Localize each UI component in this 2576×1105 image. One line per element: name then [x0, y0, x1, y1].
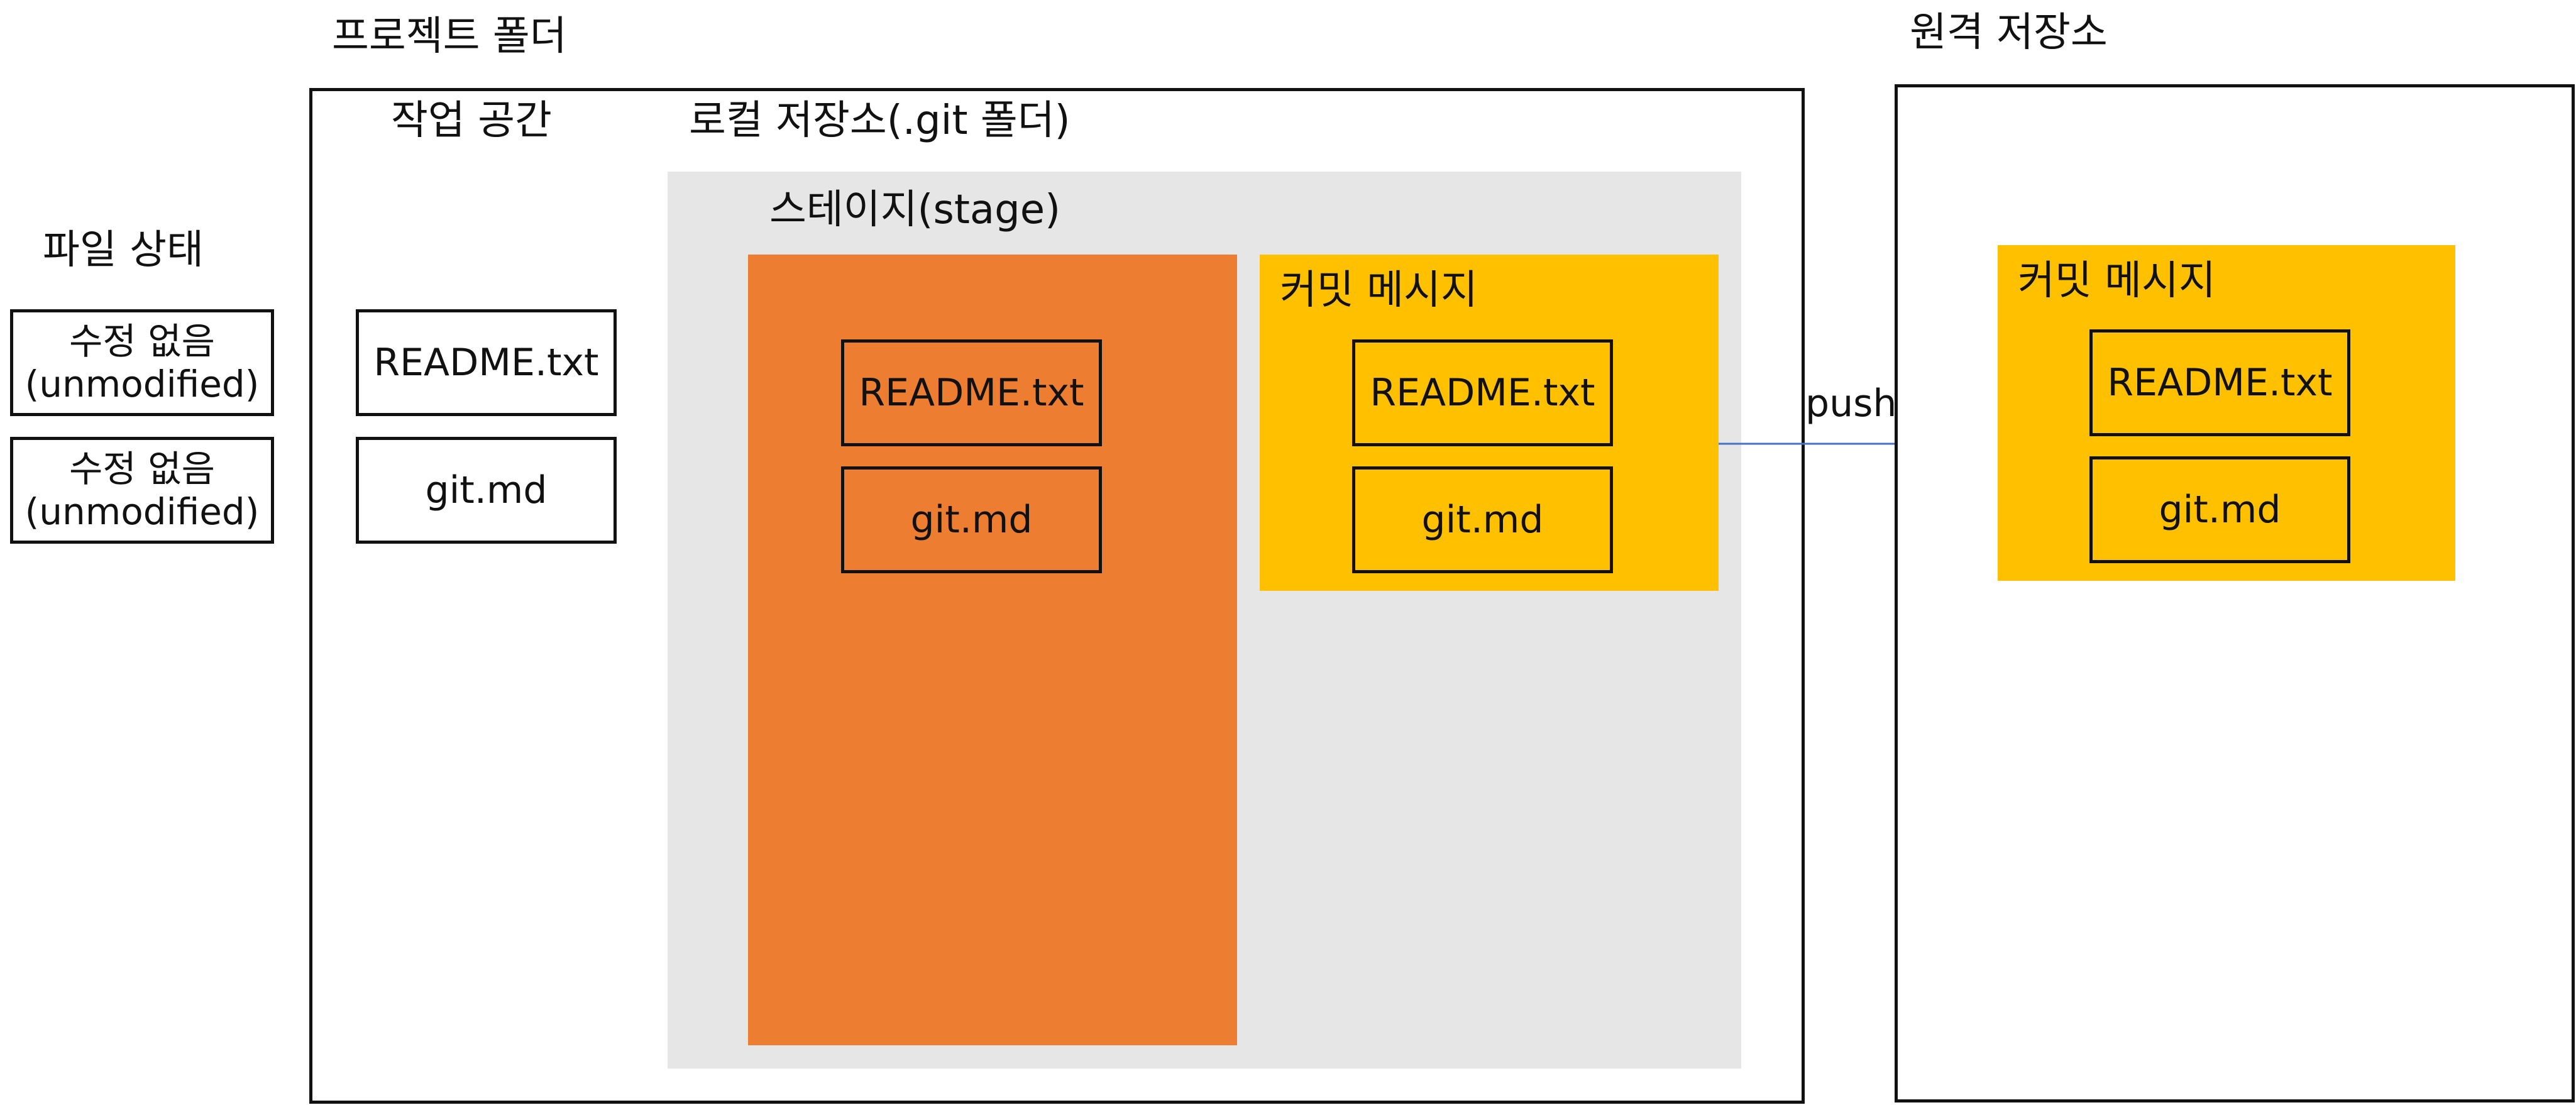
file-status-text: 수정 없음 — [69, 447, 215, 490]
file-status-text-en: (unmodified) — [25, 490, 260, 533]
workspace-title: 작업 공간 — [391, 97, 552, 144]
local-commit-file-gitmd: git.md — [1352, 466, 1613, 573]
file-status-box-gitmd: 수정 없음 (unmodified) — [10, 437, 274, 544]
remote-commit-file-readme: README.txt — [2089, 329, 2350, 436]
remote-commit-box — [1998, 245, 2455, 581]
stage-title: 스테이지(stage) — [769, 187, 1061, 233]
file-status-text-en: (unmodified) — [25, 363, 260, 405]
local-commit-file-readme: README.txt — [1352, 339, 1613, 446]
workspace-file-readme: README.txt — [356, 309, 617, 416]
workspace-file-gitmd: git.md — [356, 437, 617, 544]
local-repo-title: 로컬 저장소(.git 폴더) — [689, 97, 1071, 144]
remote-repo-title: 원격 저장소 — [1910, 9, 2108, 56]
file-status-title: 파일 상태 — [43, 227, 204, 273]
remote-commit-file-gitmd: git.md — [2089, 456, 2350, 563]
file-status-box-readme: 수정 없음 (unmodified) — [10, 309, 274, 416]
remote-repo-frame — [1895, 84, 2575, 1102]
stage-file-gitmd: git.md — [841, 466, 1102, 573]
push-label: push — [1805, 382, 1897, 426]
stage-file-readme: README.txt — [841, 339, 1102, 446]
file-status-text: 수정 없음 — [69, 319, 215, 363]
local-commit-box — [1260, 255, 1719, 591]
local-commit-title: 커밋 메시지 — [1280, 267, 1478, 314]
remote-commit-title: 커밋 메시지 — [2018, 258, 2216, 304]
staged-files-box — [748, 255, 1237, 1045]
project-folder-title: 프로젝트 폴더 — [332, 13, 567, 60]
